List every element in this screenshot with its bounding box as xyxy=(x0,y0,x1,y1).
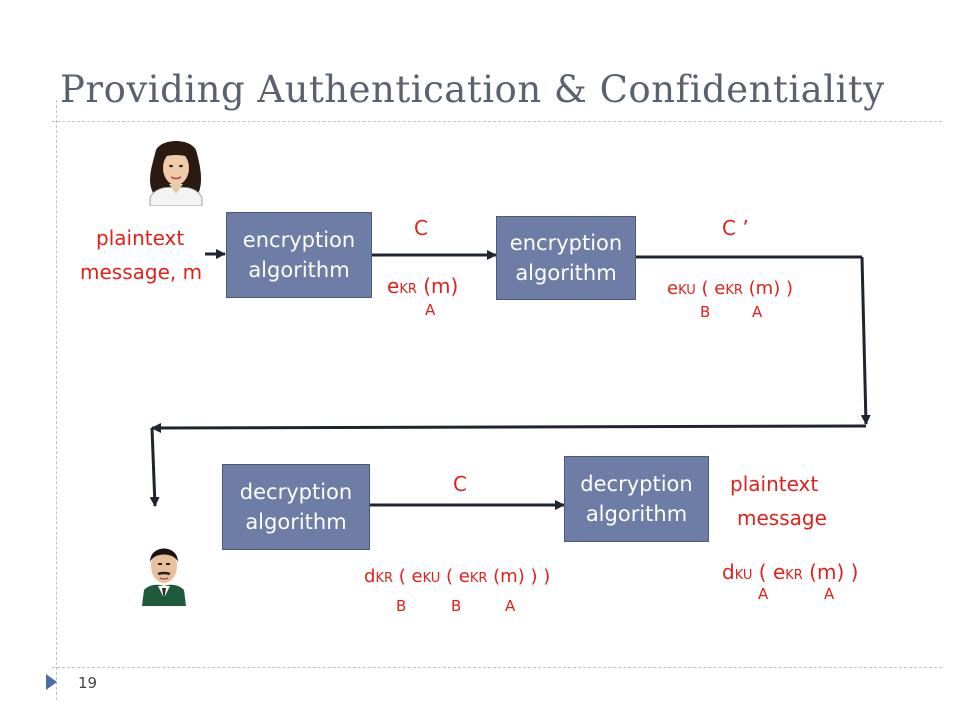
box-label-line: encryption xyxy=(242,228,356,252)
formula-subscript: KU xyxy=(734,568,753,583)
formula-decrypt-with-private-key-b: dKR ( eKU ( eKR (m) ) ) xyxy=(364,566,550,587)
plaintext-input-label-line2: message, m xyxy=(80,260,203,284)
plaintext-output-label-line1: plaintext xyxy=(730,472,819,496)
formula-sign-with-private-key-a: eKR (m) xyxy=(387,274,458,298)
encryption-box-2: encryption algorithm xyxy=(496,216,636,300)
formula-symbol: e xyxy=(714,278,726,299)
formula-subscript: KR xyxy=(725,283,743,298)
box-label-line: decryption xyxy=(239,480,353,504)
arrow-down-right xyxy=(860,256,871,425)
formula-subscript: KR xyxy=(399,282,417,297)
formula-owner-a: A xyxy=(425,301,436,319)
left-margin-line xyxy=(56,100,57,700)
title-divider xyxy=(52,121,942,122)
man-avatar-icon xyxy=(142,548,186,606)
page-number: 19 xyxy=(78,674,98,692)
formula-subscript: KR xyxy=(375,571,393,586)
formula-symbol: (m) xyxy=(423,274,459,298)
decryption-box-1: decryption algorithm xyxy=(222,464,370,550)
formula-symbol: (m) ) xyxy=(809,560,859,584)
formula-subscript: KR xyxy=(785,568,803,583)
plaintext-output-label-line2: message xyxy=(737,506,827,530)
box-label-line: algorithm xyxy=(515,261,617,285)
formula-verify-with-public-key-a: dKU ( eKR (m) ) xyxy=(722,560,858,584)
decryption-box-2: decryption algorithm xyxy=(564,456,709,542)
formula-symbol: e xyxy=(411,566,423,587)
box-label-line: algorithm xyxy=(245,510,347,534)
formula-owner-b: B xyxy=(700,303,711,321)
encryption-box-1: encryption algorithm xyxy=(226,212,372,298)
ciphertext-c-prime-label: C ’ xyxy=(722,216,749,240)
box-label-line: algorithm xyxy=(585,502,688,526)
formula-symbol: e xyxy=(387,274,400,298)
formula-encrypt-with-public-key-b: eKU ( eKR (m) ) xyxy=(667,278,793,299)
ciphertext-c-label-1: C xyxy=(414,216,428,240)
footer-divider xyxy=(52,667,942,668)
formula-symbol: (m) ) xyxy=(748,278,793,299)
slide-title: Providing Authentication & Confidentiali… xyxy=(60,68,885,111)
ciphertext-c-label-2: C xyxy=(453,472,467,496)
arrow-down-left xyxy=(149,427,160,507)
formula-subscript: KR xyxy=(469,571,488,586)
box-label-line: decryption xyxy=(580,472,693,496)
formula-symbol: e xyxy=(458,566,470,587)
formula-owner-b: B xyxy=(396,597,407,615)
formula-subscript: KU xyxy=(678,283,696,298)
formula-symbol: (m) ) ) xyxy=(493,566,551,587)
formula-symbol: ( xyxy=(701,278,709,299)
formula-owner-b: B xyxy=(451,597,462,615)
formula-symbol: ( xyxy=(398,566,406,587)
formula-owner-a: A xyxy=(758,585,769,603)
formula-symbol: d xyxy=(722,560,735,584)
formula-symbol: e xyxy=(772,560,786,584)
box-label-line: encryption xyxy=(509,231,623,255)
formula-symbol: e xyxy=(667,278,679,299)
formula-symbol: ( xyxy=(758,560,767,584)
footer-bullet-icon xyxy=(46,674,57,690)
formula-subscript: KU xyxy=(422,571,441,586)
formula-symbol: d xyxy=(364,566,376,587)
formula-owner-a: A xyxy=(824,585,835,603)
formula-symbol: ( xyxy=(446,566,454,587)
woman-avatar-icon xyxy=(149,141,203,206)
formula-owner-a: A xyxy=(752,303,763,321)
box-label-line: algorithm xyxy=(248,258,350,282)
formula-owner-a: A xyxy=(505,597,516,615)
plaintext-input-label-line1: plaintext xyxy=(96,226,185,250)
arrow-return-left xyxy=(151,422,867,433)
